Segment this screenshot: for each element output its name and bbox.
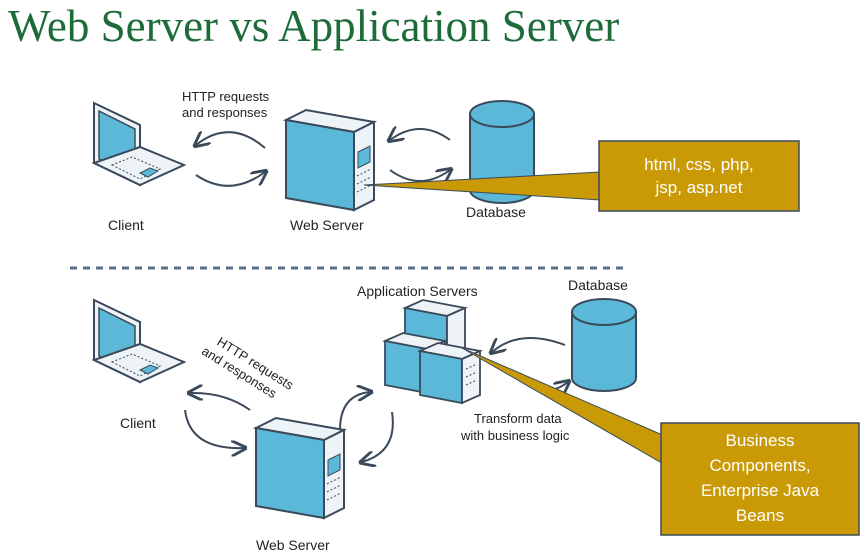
http-label-line1: HTTP requests	[182, 89, 270, 104]
client-label: Client	[108, 217, 144, 233]
response-arrow	[195, 172, 265, 187]
database-label: Database	[568, 277, 628, 293]
web-server-icon	[282, 108, 378, 212]
request-arrow	[196, 132, 266, 148]
app-request-arrow	[339, 392, 370, 431]
db-request-arrow	[492, 336, 566, 352]
callout-bottom-line1: Business	[726, 431, 795, 450]
http-label-line2: and responses	[182, 105, 268, 120]
laptop-icon	[91, 298, 187, 384]
laptop-icon	[91, 101, 187, 187]
response-arrow	[190, 393, 251, 411]
database-label: Database	[466, 204, 526, 220]
transform-label-line2: with business logic	[460, 428, 570, 443]
web-server-label: Web Server	[256, 537, 330, 553]
web-server-label: Web Server	[290, 217, 364, 233]
request-arrow	[184, 409, 244, 448]
database-icon	[571, 298, 637, 392]
application-servers-icon	[382, 299, 483, 405]
callout-bottom-line4: Beans	[736, 506, 784, 525]
callout-top-line1: html, css, php,	[644, 155, 754, 174]
callout-bottom: Business Components, Enterprise Java Bea…	[461, 347, 860, 536]
transform-label-line1: Transform data	[474, 411, 562, 426]
app-response-arrow	[362, 411, 394, 462]
callout-bottom-line3: Enterprise Java	[701, 481, 820, 500]
slide-title: Web Server vs Application Server	[8, 1, 620, 51]
client-label: Client	[120, 415, 156, 431]
callout-top: html, css, php, jsp, asp.net	[363, 140, 800, 212]
db-request-arrow	[390, 129, 451, 140]
callout-top-line2: jsp, asp.net	[655, 178, 743, 197]
callout-bottom-line2: Components,	[709, 456, 810, 475]
web-server-icon	[252, 416, 348, 520]
db-response-arrow	[389, 170, 450, 181]
application-servers-label: Application Servers	[357, 283, 478, 299]
